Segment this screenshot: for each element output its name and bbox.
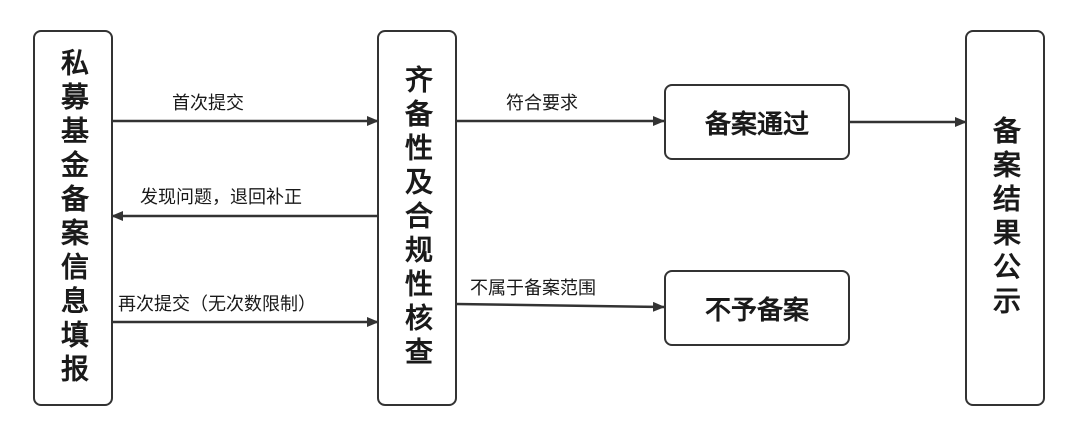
- node-review: 齐备性及合规性核查: [377, 30, 457, 406]
- arrow-out-of-scope: [455, 301, 665, 312]
- edge-label-first-submit: 首次提交: [172, 93, 244, 114]
- node-review-label: 齐备性及合规性核查: [401, 65, 434, 371]
- edge-label-resubmit: 再次提交（无次数限制）: [118, 294, 316, 315]
- edge-label-compliant: 符合要求: [506, 93, 578, 114]
- node-fill-in: 私募基金备案信息填报: [33, 30, 113, 406]
- node-rejected: 不予备案: [664, 270, 850, 346]
- edge-label-out-of-scope: 不属于备案范围: [470, 278, 596, 299]
- node-fill-in-label: 私募基金备案信息填报: [57, 48, 90, 388]
- edge-label-return-fix: 发现问题，退回补正: [140, 187, 302, 208]
- node-rejected-label: 不予备案: [704, 295, 809, 326]
- node-publish-label: 备案结果公示: [989, 116, 1022, 320]
- node-approved: 备案通过: [664, 84, 850, 160]
- node-approved-label: 备案通过: [704, 109, 809, 140]
- node-publish: 备案结果公示: [965, 30, 1045, 406]
